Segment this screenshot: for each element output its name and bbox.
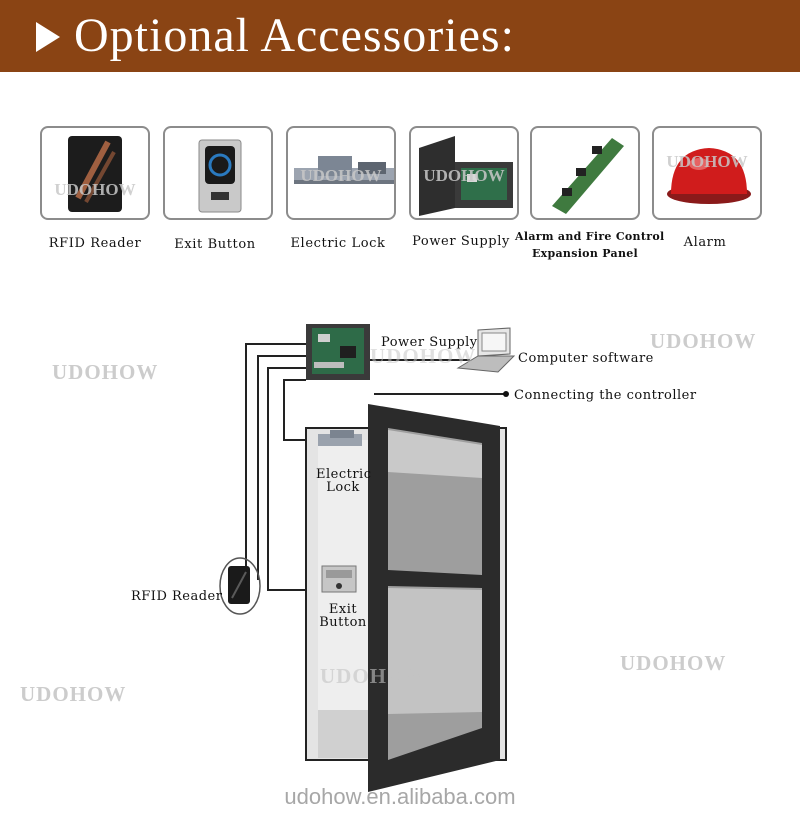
exit-button-small-icon [321,565,357,593]
rfid-reader-icon [68,136,122,212]
accessory-card-power-supply: UDOHOW [409,126,519,220]
wire-rfid-2 [257,355,306,580]
watermark-text: UDOHOW [650,329,757,353]
watermark-text: UDOHOW [320,664,427,688]
watermark-text: UDOHOW [20,682,127,706]
caption-alarm-panel-line1: Alarm and Fire Control [515,230,665,243]
wire-electric-lock [283,379,322,441]
caption-alarm: Alarm [683,235,727,250]
caption-electric-lock: Electric Lock [290,236,386,251]
caption-exit-button: Exit Button [174,237,256,252]
power-supply-icon [419,136,513,216]
accessory-card-electric-lock: UDOHOW [286,126,396,220]
wires [245,343,506,591]
accessory-card-exit-button [163,126,273,220]
label-power-supply: Power Supply [381,335,478,350]
play-arrow-icon [36,22,60,52]
watermark-text: UDOHOW [370,344,477,368]
connector-dot [503,391,509,397]
label-connecting-controller: Connecting the controller [514,388,697,403]
label-electric-lock-line2: Lock [326,480,360,495]
watermark-text: UDOHOW [620,651,727,675]
accessory-card-alarm-panel [530,126,640,220]
footer-url: udohow.en.alibaba.com [284,784,516,809]
accessory-card-alarm: UDOHOW [652,126,762,220]
label-electric-lock: Electric Lock [316,467,372,495]
alarm-siren-icon [667,148,751,204]
exit-button-icon [198,139,242,213]
page-title: Optional Accessories: [74,9,515,62]
watermark-text: UDOHOW [54,180,136,199]
label-rfid-reader: RFID Reader [131,589,223,604]
caption-alarm-panel: Alarm and Fire Control Expansion Panel [515,228,665,262]
expansion-panel-icon [552,138,624,214]
label-exit-button-line2: Button [319,615,367,630]
electric-lock-icon [294,156,394,184]
label-computer-software: Computer software [518,351,654,366]
watermark-text: UDOHOW [423,166,505,185]
header-banner: Optional Accessories: [0,0,800,72]
laptop-icon [456,327,516,373]
watermark-text: UDOHOW [52,360,159,384]
caption-rfid-reader: RFID Reader [48,236,142,251]
label-electric-lock-line1: Electric [316,467,372,482]
watermark-text: UDOHOW [666,152,748,171]
label-exit-button: Exit Button [316,603,370,629]
watermark-text: UDOHOW [300,166,382,185]
electric-lock-small-icon [318,430,362,446]
accessory-card-rfid-reader: UDOHOW [40,126,150,220]
wire-rfid [245,343,306,578]
caption-alarm-panel-line2: Expansion Panel [531,247,639,260]
label-exit-button-line1: Exit [328,602,358,617]
caption-power-supply: Power Supply [412,234,510,249]
controller-board-icon [306,324,370,380]
wire-exit-button [267,367,322,591]
rfid-reader-small-icon [219,557,261,615]
